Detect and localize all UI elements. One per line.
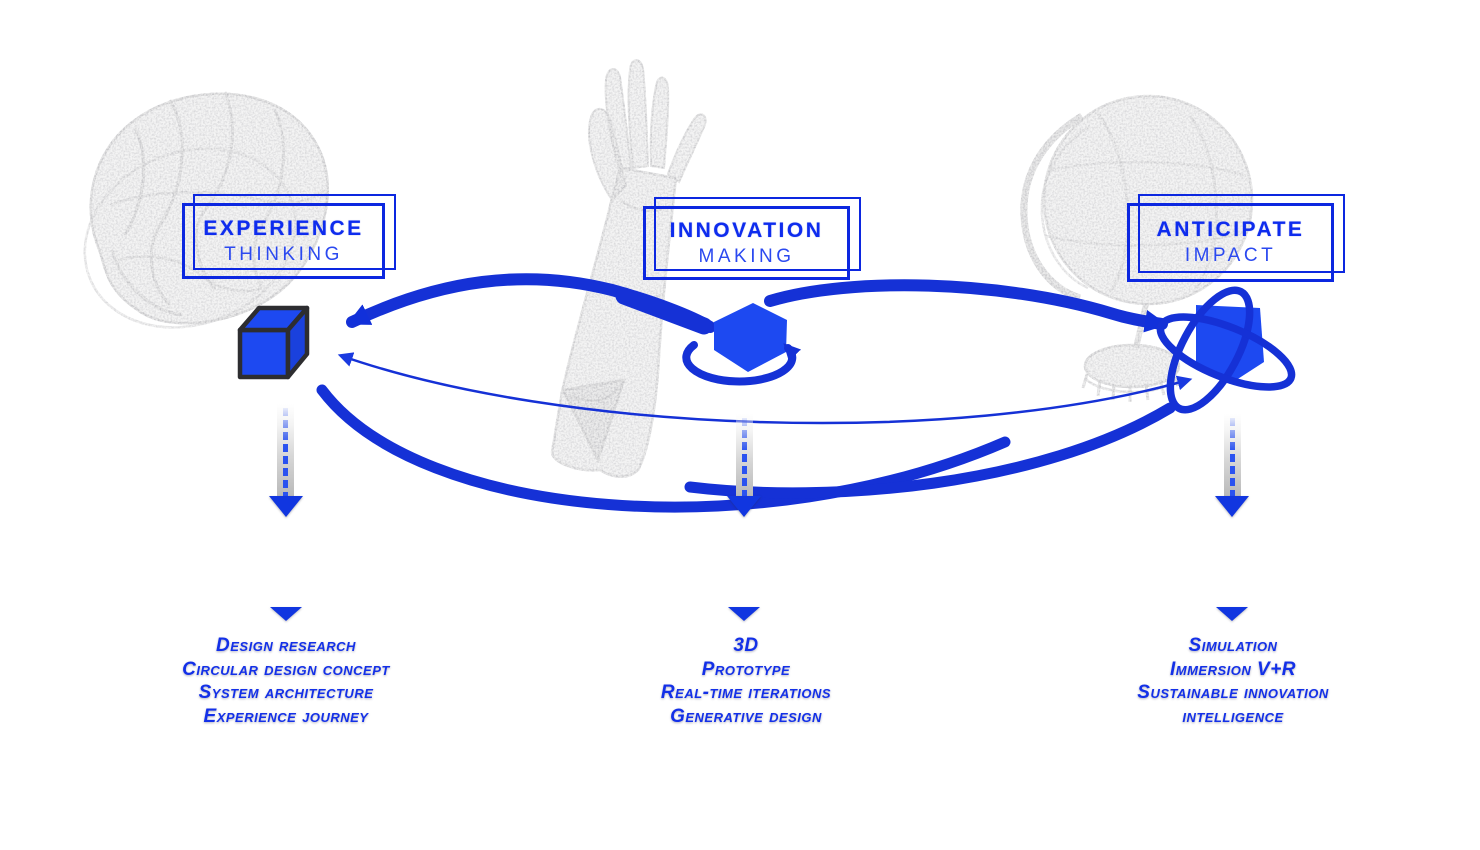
stage-subtitle: IMPACT <box>1184 245 1277 266</box>
cube-icon <box>237 305 310 380</box>
list-item: Simulation <box>1188 635 1278 656</box>
loop-arrow-to-anticipate <box>764 279 1168 333</box>
cube-orbit-icon <box>1156 286 1296 414</box>
list-item: Sustainable innovation <box>1137 682 1329 703</box>
stage-box-ghost-frame <box>654 197 861 271</box>
down-arrow-bar <box>1224 414 1241 496</box>
down-arrowhead-icon <box>727 496 761 517</box>
list-item: Experience journey <box>203 705 369 727</box>
list-marker-triangle-icon <box>728 607 760 621</box>
stage-title: INNOVATION <box>669 218 824 242</box>
list-item: Immersion V+R <box>1169 658 1297 680</box>
list-item: Real-time iterations <box>660 682 832 703</box>
dashed-line <box>1230 414 1235 496</box>
cube-loop-icon <box>682 303 802 386</box>
capability-list-experience: Design research Circular design concept … <box>76 634 496 728</box>
stage-title: ANTICIPATE <box>1156 218 1305 241</box>
capability-list-anticipate: Simulation Immersion V+R Sustainable inn… <box>1023 634 1443 728</box>
down-arrow-bar <box>277 404 294 496</box>
list-item: Design research <box>216 635 356 656</box>
stage-title: EXPERIENCE <box>203 216 364 240</box>
stage-box-innovation: INNOVATION MAKING <box>643 197 861 280</box>
capability-list-innovation: 3D Prototype Real-time iterations Genera… <box>536 634 956 728</box>
list-item: Circular design concept <box>182 658 390 680</box>
loop-thin-orbit <box>337 352 1193 425</box>
stage-box-ghost-frame <box>193 194 396 270</box>
down-arrowhead-icon <box>269 496 303 517</box>
stage-box-ghost-frame <box>1138 194 1345 273</box>
loop-wrist-band <box>615 287 713 335</box>
dashed-line <box>283 404 288 496</box>
down-arrowhead-icon <box>1215 496 1249 517</box>
list-marker-triangle-icon <box>1216 607 1248 621</box>
list-item: System architecture <box>198 682 374 703</box>
stage-box-frame: EXPERIENCE THINKING <box>182 203 385 279</box>
stage-subtitle: MAKING <box>698 245 795 267</box>
down-arrow-bar <box>736 414 753 496</box>
stage-box-experience: EXPERIENCE THINKING <box>182 194 396 279</box>
list-item: Generative design <box>670 705 822 727</box>
list-item: intelligence <box>1182 705 1284 727</box>
stage-subtitle: THINKING <box>224 243 343 265</box>
stage-box-frame: ANTICIPATE IMPACT <box>1127 203 1334 282</box>
list-item: Prototype <box>701 658 791 680</box>
loop-bottom-arc-left <box>316 384 1011 513</box>
list-item: 3D <box>733 635 759 656</box>
stage-box-frame: INNOVATION MAKING <box>643 206 850 280</box>
list-marker-triangle-icon <box>270 607 302 621</box>
stage-box-anticipate: ANTICIPATE IMPACT <box>1127 194 1345 282</box>
dashed-line <box>742 414 747 496</box>
